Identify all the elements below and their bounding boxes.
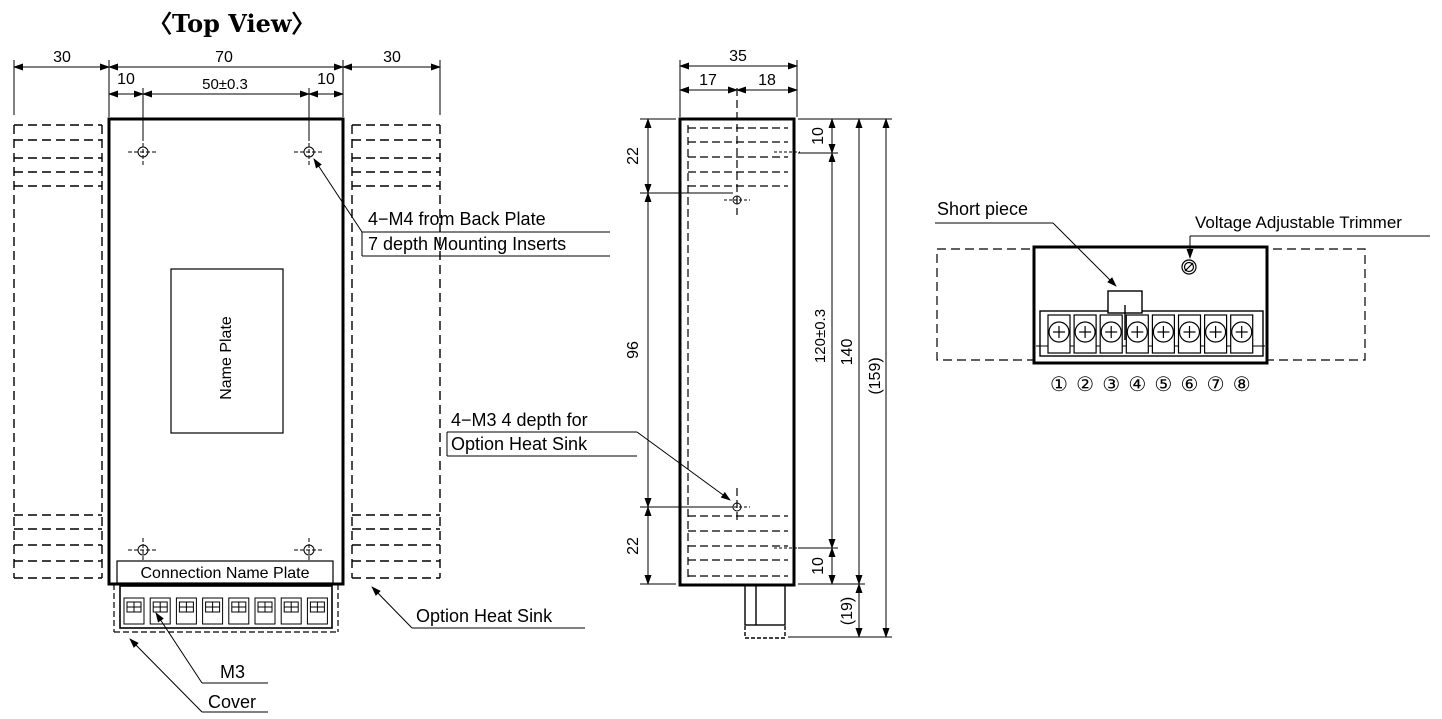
short-piece-leader: [935, 222, 1117, 287]
heat-sink-left-dashed: [13, 124, 103, 579]
cover-leader: [129, 638, 268, 713]
dim-side-35: 35: [729, 48, 747, 65]
name-plate-label: Name Plate: [218, 316, 235, 400]
terminal-number: ⑤: [1154, 374, 1172, 396]
terminal-view-screws: [1047, 314, 1254, 354]
terminal-number: ③: [1102, 374, 1120, 396]
m3-label: M3: [220, 662, 245, 682]
terminal-screw-icon: [306, 597, 328, 625]
connection-name-plate-box: [116, 560, 334, 584]
m4-leader: [313, 158, 610, 257]
terminal-screw-icon: [280, 597, 302, 625]
terminal-number: ⑧: [1233, 374, 1251, 396]
top-view: Name Plate Connection Name Plate: [13, 49, 610, 713]
dim-top-left-30: 30: [53, 49, 71, 66]
dim-side-22-top: 22: [625, 147, 642, 165]
terminal-number: ⑥: [1181, 374, 1199, 396]
terminal-block: [113, 584, 339, 633]
side-terminal: [744, 584, 786, 639]
terminal-number: ①: [1050, 374, 1068, 396]
side-top-dimension-lines: [679, 60, 798, 117]
dim-side-10-top: 10: [810, 127, 827, 145]
terminal-screw-icon: [1203, 314, 1228, 354]
dim-side-18: 18: [758, 72, 776, 89]
terminal-screws: [123, 597, 328, 625]
option-heat-sink-leader: [371, 586, 585, 629]
mounting-hole-icon: [128, 137, 324, 560]
dim-side-96: 96: [625, 341, 642, 359]
dim-side-159: (159): [867, 357, 884, 394]
terminal-view: Short piece Voltage Adjustable Trimmer ①…: [935, 199, 1430, 396]
side-view: 35 17 18 22 96 22: [446, 48, 892, 639]
m3-heat-sink-leader: [446, 431, 731, 501]
terminal-screw-icon: [1047, 314, 1071, 354]
m4-label-line1: 4−M4 from Back Plate: [368, 209, 546, 229]
terminal-strip: [1039, 310, 1264, 357]
short-piece: [1107, 290, 1143, 340]
terminal-screw-icon: [1177, 314, 1202, 354]
dim-side-140: 140: [839, 339, 856, 366]
m3-leader: [155, 612, 268, 684]
terminal-screw-icon: [228, 597, 250, 625]
terminal-screw-icon: [1125, 314, 1149, 354]
short-piece-label: Short piece: [937, 199, 1028, 219]
dim-top-50: 50±0.3: [202, 76, 248, 93]
voltage-trimmer-icon: [1181, 259, 1197, 275]
terminal-screw-icon: [202, 597, 224, 625]
terminal-screw-icon: [1230, 314, 1254, 354]
terminal-screw-icon: [1099, 314, 1123, 354]
terminal-screw-icon: [1073, 314, 1097, 354]
m3-heat-sink-label-line2: Option Heat Sink: [451, 434, 588, 454]
dim-side-17: 17: [699, 72, 717, 89]
name-plate-box: [170, 268, 284, 434]
top-view-body: [107, 117, 345, 586]
dim-side-120: 120±0.3: [812, 309, 829, 363]
terminal-screw-icon: [1151, 314, 1176, 354]
terminal-view-body: [1032, 245, 1269, 365]
dim-side-19: (19): [839, 597, 856, 625]
terminal-screw-icon: [123, 597, 145, 625]
side-right-dimension-lines: [788, 118, 892, 638]
m4-label-line2: 7 depth Mounting Inserts: [368, 234, 566, 254]
terminal-number: ⑦: [1207, 374, 1225, 396]
side-hole-icon: [724, 151, 800, 549]
diagram-title: 〈Top View〉: [148, 9, 316, 38]
dim-side-22-bottom: 22: [625, 537, 642, 555]
dim-top-10-right: 10: [317, 71, 335, 88]
dim-top-right-30: 30: [383, 49, 401, 66]
terminal-screw-icon: [149, 597, 171, 625]
dim-side-10-bottom: 10: [810, 557, 827, 575]
side-heat-sink-dashed: [687, 88, 788, 578]
dim-top-10-left: 10: [117, 71, 135, 88]
trimmer-leader: [1186, 235, 1430, 259]
cover-label: Cover: [208, 692, 256, 712]
terminal-screw-icon: [175, 597, 197, 625]
dim-top-70: 70: [215, 49, 233, 66]
m3-heat-sink-label-line1: 4−M3 4 depth for: [451, 410, 588, 430]
terminal-number: ②: [1076, 374, 1094, 396]
connection-name-plate-label: Connection Name Plate: [141, 565, 310, 582]
trimmer-label: Voltage Adjustable Trimmer: [1195, 213, 1402, 232]
terminal-number: ④: [1128, 374, 1146, 396]
side-left-dimension-lines: [640, 118, 733, 585]
terminal-screw-icon: [254, 597, 276, 625]
top-dimension-lines: [13, 60, 441, 140]
option-heat-sink-label: Option Heat Sink: [416, 606, 553, 626]
heat-sink-right-dashed: [351, 124, 441, 579]
